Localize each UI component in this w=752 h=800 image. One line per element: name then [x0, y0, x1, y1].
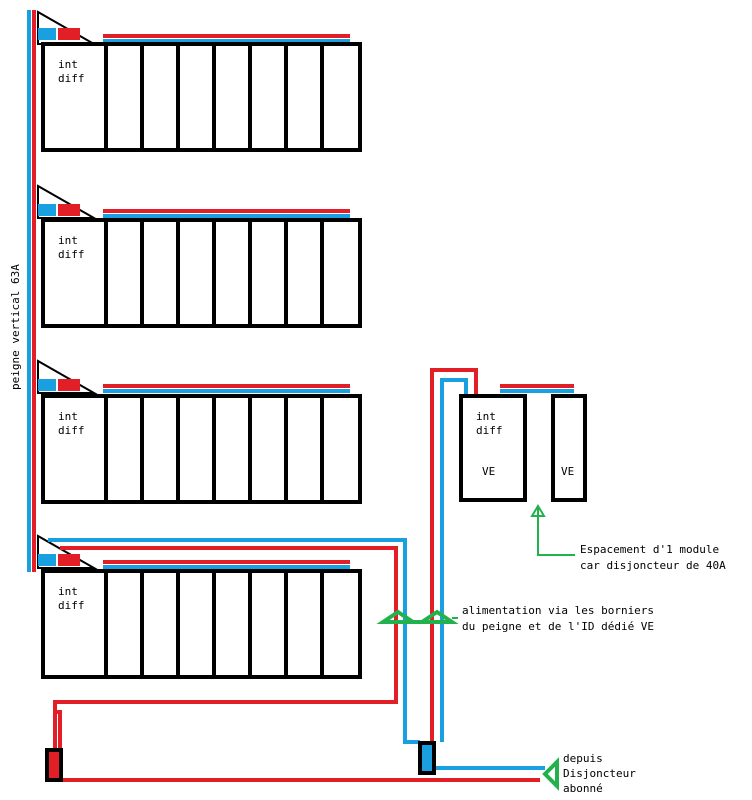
row-1-id-label-line1: int [58, 58, 78, 71]
row-4-breaker [176, 569, 216, 679]
row-2-id-label-line2: diff [58, 248, 85, 261]
source-annotation: depuis Disjoncteur abonné [542, 752, 636, 795]
row-1-breaker [176, 42, 216, 152]
vertical-comb: peigne vertical 63A [9, 10, 36, 572]
breaker-row-1: int diff [37, 10, 362, 152]
right-terminal-connector [418, 741, 436, 775]
row-4-breaker [212, 569, 252, 679]
row-4-id-label-line1: int [58, 585, 78, 598]
row-1-breakers [104, 42, 362, 152]
row-2-breakers [104, 218, 362, 328]
row-3-breaker [104, 394, 144, 504]
row-4-breaker [104, 569, 144, 679]
row-3-breaker [248, 394, 288, 504]
ve-id-label-line2: diff [476, 424, 503, 437]
row-4-breaker [284, 569, 324, 679]
ve-breaker-label: VE [561, 465, 574, 478]
row-2-id-label-line1: int [58, 234, 78, 247]
breaker-row-3: int diff [37, 359, 362, 504]
vertical-comb-label: peigne vertical 63A [9, 264, 22, 390]
row-4-breaker [140, 569, 180, 679]
row-3-breaker [212, 394, 252, 504]
row-1-breaker [212, 42, 252, 152]
row-1-breaker [140, 42, 180, 152]
row-3-breaker [284, 394, 324, 504]
arrow-icon [537, 508, 575, 556]
ve-panel: int diff VE VE [459, 384, 587, 502]
row-3-breaker [320, 394, 362, 504]
source-note-line3: abonné [563, 782, 603, 795]
row-3-id-label-line1: int [58, 410, 78, 423]
feed-note-line2: du peigne et de l'ID dédié VE [462, 620, 654, 633]
row-2-terminal-block [37, 184, 98, 219]
row-4-id-label-line2: diff [58, 599, 85, 612]
row-4-breaker [248, 569, 288, 679]
row-4-breakers [104, 569, 362, 679]
row-1-breaker [104, 42, 144, 152]
row-3-breakers [104, 394, 362, 504]
main-supply-wires [55, 710, 545, 782]
left-terminal-connector [45, 748, 63, 782]
breaker-row-4: int diff [37, 534, 362, 679]
row-1-breaker [248, 42, 288, 152]
row-3-breaker [140, 394, 180, 504]
feed-note-line1: alimentation via les borniers [462, 604, 654, 617]
terminal-block-icon [376, 609, 420, 624]
row-1-breaker [284, 42, 324, 152]
row-2-breaker [248, 218, 288, 328]
spacing-annotation: Espacement d'1 module car disjoncteur de… [530, 504, 726, 572]
feed-annotation: alimentation via les borniers du peigne … [376, 604, 654, 633]
ve-id-label-line1: int [476, 410, 496, 423]
row-3-terminal-block [37, 359, 98, 394]
row-2-breaker [104, 218, 144, 328]
row-2-breaker [212, 218, 252, 328]
row-2-breaker [284, 218, 324, 328]
breaker-row-2: int diff [37, 184, 362, 328]
row-3-breaker [176, 394, 216, 504]
ve-breaker [551, 394, 587, 502]
row-1-breaker [320, 42, 362, 152]
row-2-breaker [140, 218, 180, 328]
ve-differential-switch [459, 394, 527, 502]
arrow-icon [542, 757, 559, 791]
source-note-line2: Disjoncteur [563, 767, 636, 780]
row-4-breaker [320, 569, 362, 679]
ve-id-label-line3: VE [482, 465, 495, 478]
spacing-note-line1: Espacement d'1 module [580, 543, 719, 556]
row-2-breaker [320, 218, 362, 328]
source-note-line1: depuis [563, 752, 603, 765]
ve-feed-wires [48, 538, 420, 750]
row-3-differential-switch [41, 394, 108, 504]
row-1-id-label-line2: diff [58, 72, 85, 85]
row-2-differential-switch [41, 218, 108, 328]
row-4-terminal-block [37, 534, 98, 569]
ve-panel-feed [430, 368, 478, 742]
row-3-id-label-line2: diff [58, 424, 85, 437]
row-2-breaker [176, 218, 216, 328]
terminal-block-icon [415, 609, 459, 624]
spacing-note-line2: car disjoncteur de 40A [580, 559, 726, 572]
row-1-terminal-block [37, 10, 98, 45]
